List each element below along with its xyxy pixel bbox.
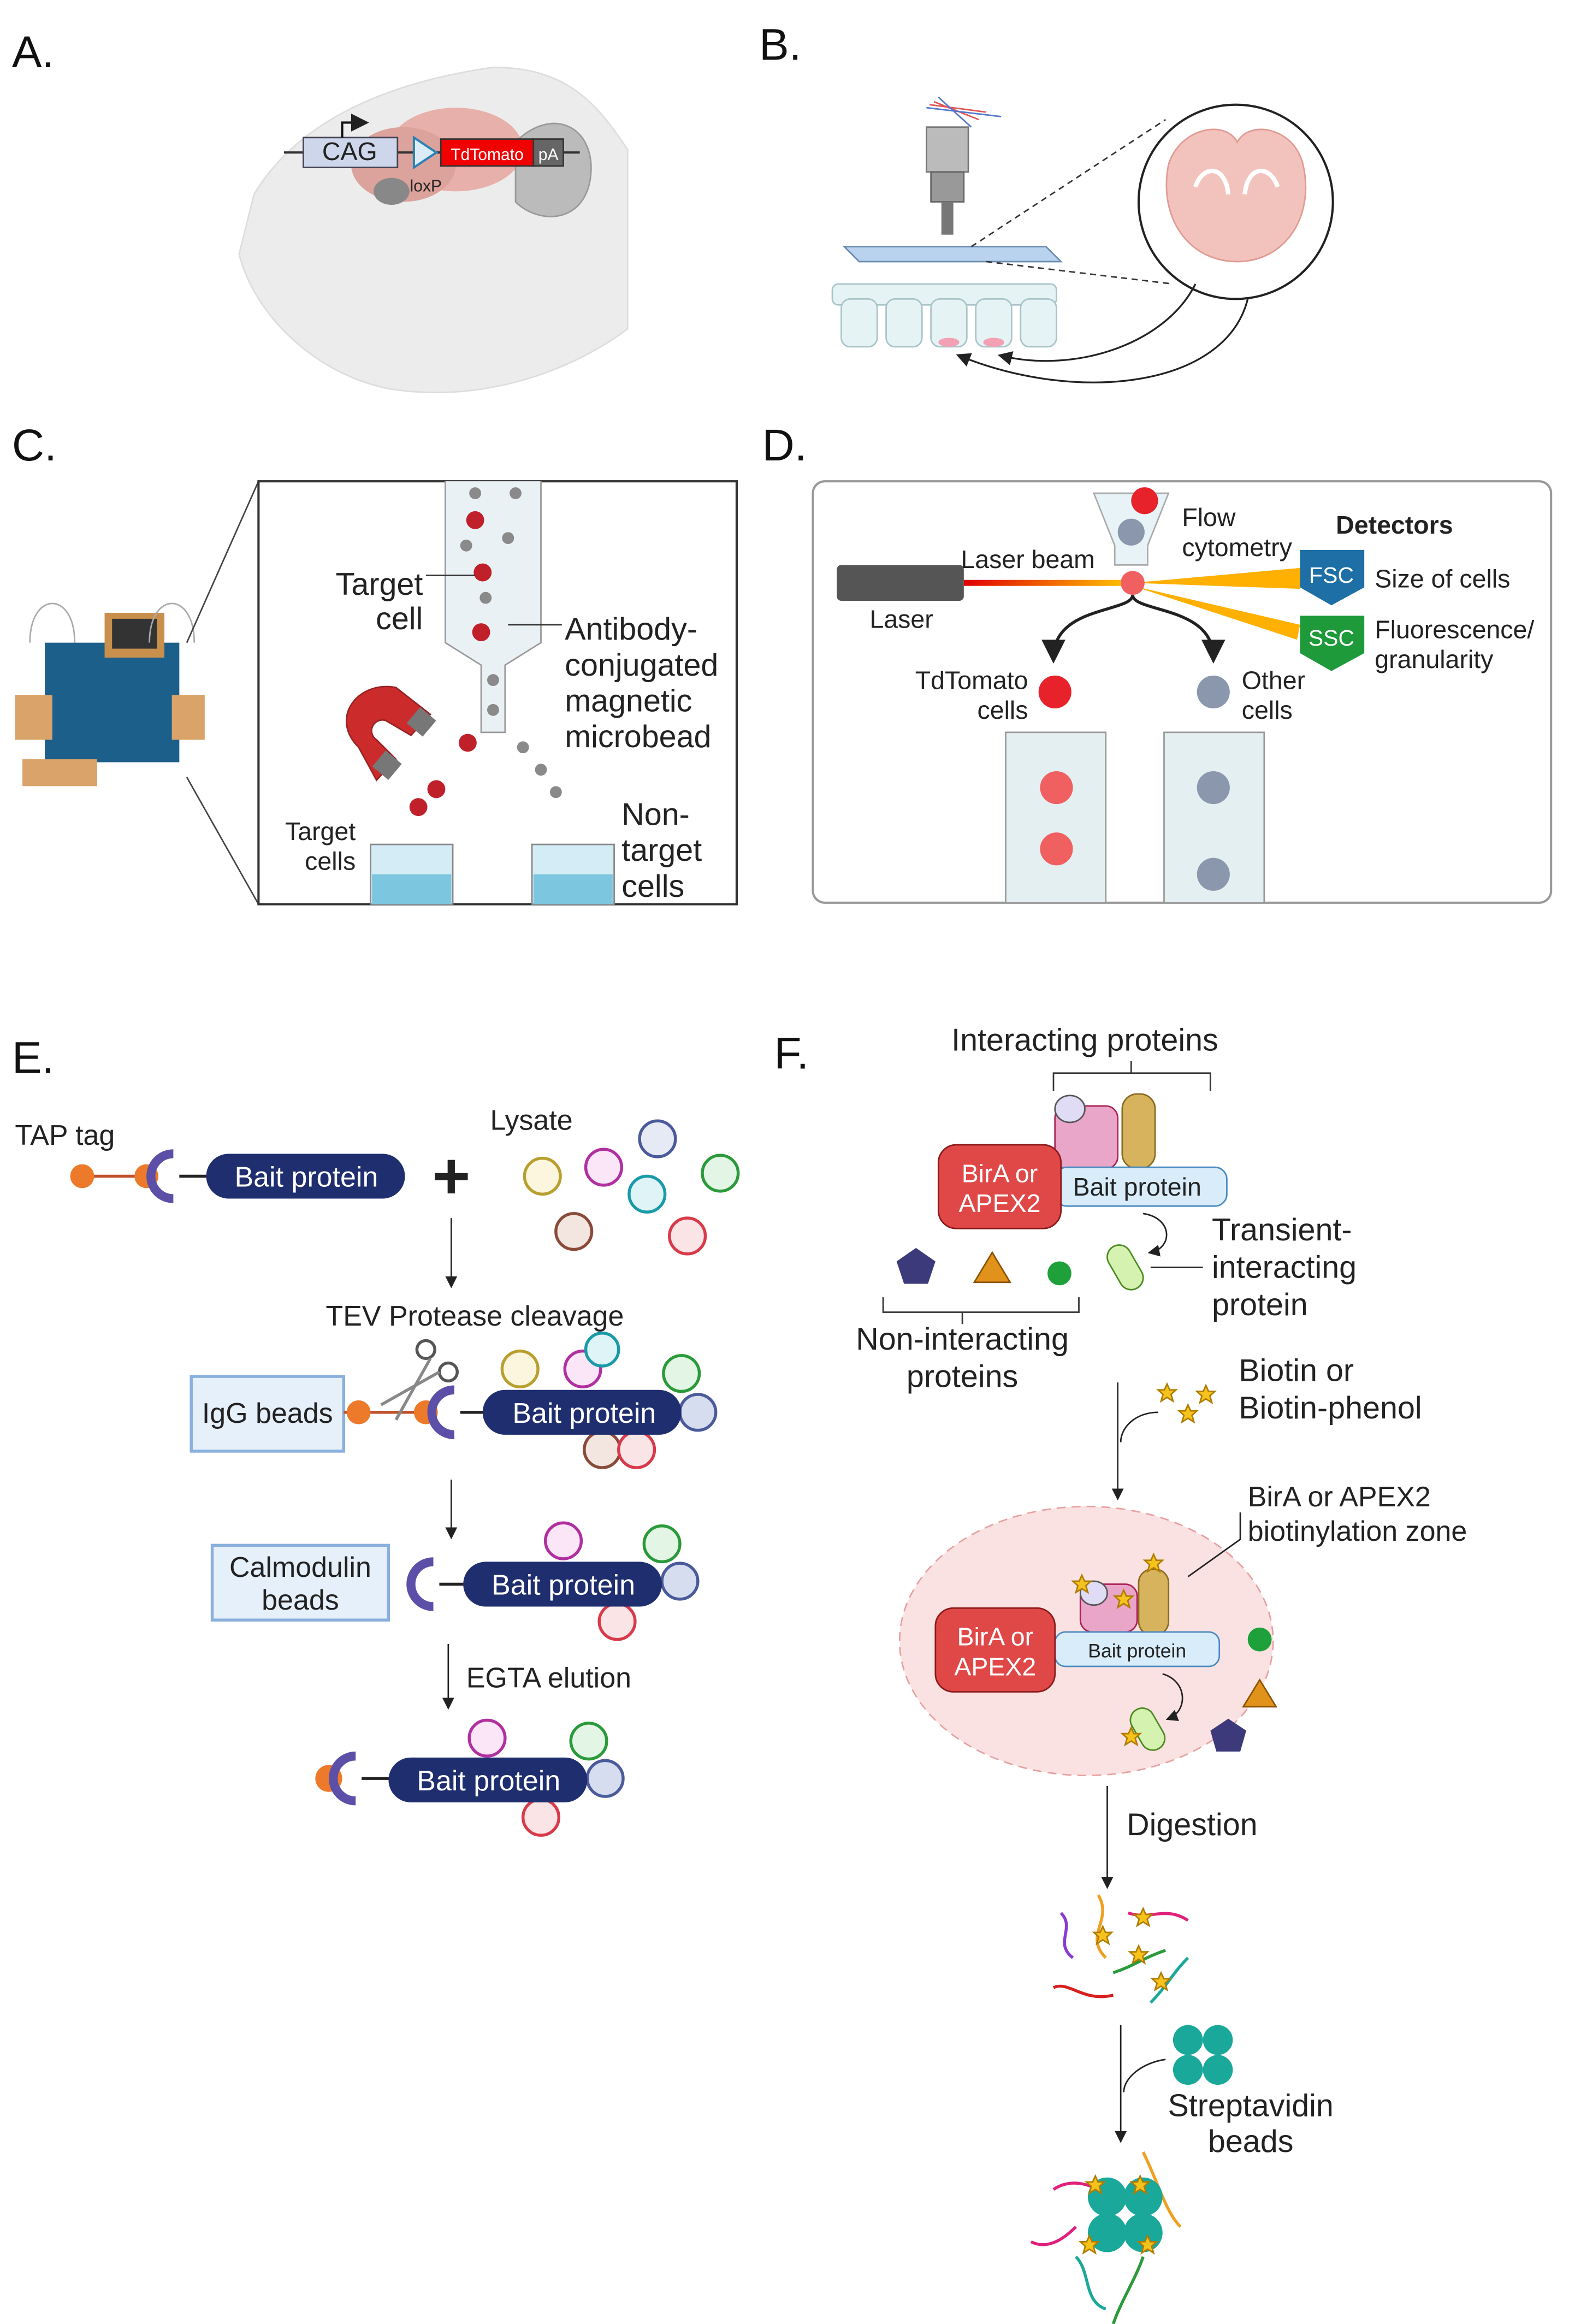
- bait-protein-label: Bait protein: [492, 1570, 635, 1601]
- laser-icon: [837, 565, 964, 601]
- streptavidin-bead-icon: [1173, 2025, 1233, 2085]
- fsc-label: FSC: [1309, 563, 1354, 588]
- fsc-detector: FSC: [1300, 550, 1365, 606]
- panel-label-a: A.: [12, 27, 55, 77]
- tap-tag-label: TAP tag: [15, 1120, 115, 1151]
- gene-construct: CAG loxP TdTomato pA: [283, 114, 580, 195]
- ssc-label: SSC: [1309, 625, 1354, 651]
- loxp-label: loxP: [410, 177, 442, 195]
- digestion-label: Digestion: [1127, 1807, 1258, 1842]
- panel-label-f: F.: [774, 1028, 809, 1078]
- pentagon-protein-icon: [896, 1247, 936, 1284]
- panel-label-e: E.: [12, 1033, 55, 1083]
- bait-protein-label: Bait protein: [1073, 1173, 1201, 1201]
- ssc-description: Fluorescence/granularity: [1375, 615, 1534, 673]
- polya-label: pA: [538, 146, 559, 164]
- tap-tagged-bait: Bait protein: [70, 1149, 405, 1203]
- panel-b-microscope-slicing: [831, 96, 1334, 383]
- laser-label: Laser: [869, 605, 933, 633]
- panel-a-mouse-illustration: [238, 66, 629, 394]
- panel-label-b: B.: [759, 20, 802, 70]
- bait-protein-label: Bait protein: [512, 1398, 656, 1429]
- captured-biotinylated-peptides: [1030, 2151, 1182, 2324]
- scissors-icon: [380, 1339, 459, 1421]
- bait-protein-label: Bait protein: [234, 1162, 378, 1193]
- panel-label-c: C.: [12, 421, 57, 470]
- laser-beam-label: Laser beam: [961, 545, 1095, 573]
- loxp-triangle-icon: [412, 135, 439, 170]
- tdtomato-gene-label: TdTomato: [451, 146, 524, 164]
- circle-protein-icon: [1047, 1261, 1071, 1286]
- bait-protein-label: Bait protein: [417, 1765, 560, 1797]
- fsc-description: Size of cells: [1375, 564, 1510, 593]
- ssc-detector: SSC: [1300, 616, 1365, 671]
- panel-label-d: D.: [762, 421, 807, 470]
- cag-promoter-label: CAG: [322, 137, 377, 165]
- calmodulin-beads-box: [210, 1544, 390, 1622]
- detectors-heading: Detectors: [1336, 511, 1453, 539]
- panel-f-proximity-labeling: Interacting proteins Bait protein BirA o…: [856, 1023, 1467, 2324]
- transcription-start-arrow-icon: [341, 114, 369, 138]
- automated-separator-instrument: [15, 602, 205, 787]
- tev-cleavage-label: TEV Protease cleavage: [325, 1300, 624, 1332]
- lysate-proteins: [523, 1119, 740, 1256]
- bait-protein-label: Bait protein: [1088, 1640, 1186, 1662]
- plus-icon: +: [432, 1139, 470, 1213]
- triangle-protein-icon: [973, 1251, 1012, 1284]
- digested-peptides: [1052, 1894, 1189, 2004]
- lysate-label: Lysate: [490, 1105, 572, 1137]
- panel-e-tap-purification: TAP tag Lysate Bait protein + TEV Protea…: [15, 1105, 740, 1837]
- egta-elution-label: EGTA elution: [466, 1662, 631, 1694]
- igg-beads-label: IgG beads: [202, 1398, 333, 1429]
- interacting-proteins-label: Interacting proteins: [951, 1023, 1218, 1058]
